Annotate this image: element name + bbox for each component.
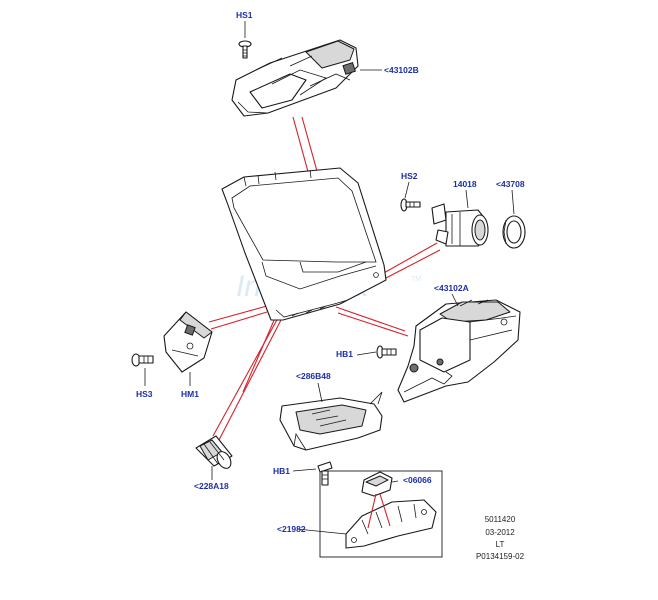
red-inset-lines [367,493,391,529]
info-line-4: P0134159-02 [476,552,525,561]
label-43102b: <43102B [384,65,419,75]
label-228a18: <228A18 [194,481,229,491]
red-line-latch-bottom-a [335,306,406,332]
rubber-bumper [195,435,233,469]
handle-housing [279,391,383,451]
red-line-release-switch-b [383,249,441,280]
red-line-bumper-a [218,319,282,441]
leader-lines [144,21,515,535]
red-line-bracket-a [208,305,268,323]
seal-ring-43708 [502,215,526,249]
info-line-1: 5011420 [485,515,516,524]
label-286b48: <286B48 [296,371,331,381]
red-line-release-switch-a [381,242,438,275]
screw-hs3 [131,353,154,367]
info-line-3: LT [496,540,505,549]
label-hm1: HM1 [181,389,199,399]
label-21982: <21982 [277,524,306,534]
red-line-bumper-b [212,317,279,437]
label-hs1: HS1 [236,10,253,20]
inset-frame [319,470,443,558]
label-06066: <06066 [403,475,432,485]
lower-latch-assembly [397,299,521,403]
info-line-2: 03-2012 [485,528,515,537]
trim-cap-06066 [361,471,393,497]
tailgate-frame [221,167,387,321]
bolt-hb1-lower [317,461,333,486]
label-14018: 14018 [453,179,477,189]
screw-hs1 [238,40,252,59]
label-hs2: HS2 [401,171,418,181]
label-43102a: <43102A [434,283,469,293]
red-line-bumper-stop [242,317,276,393]
label-43708: <43708 [496,179,525,189]
trim-panel-21982 [345,499,437,549]
label-hs3: HS3 [136,389,153,399]
red-line-latch-bottom-b [337,312,409,337]
watermark-trademark: TM [411,276,421,283]
label-hb1-lower: HB1 [273,466,290,476]
diagram-info-block: 5011420 03-2012 LT P0134159-02 [476,515,525,561]
mounting-bracket [163,311,213,373]
screw-hs2 [400,198,421,212]
bolt-hb1-upper [376,345,397,359]
label-hb1-upper: HB1 [336,349,353,359]
red-line-bracket-b [210,311,268,330]
release-switch-assembly [431,203,489,247]
upper-latch-assembly [231,39,359,117]
